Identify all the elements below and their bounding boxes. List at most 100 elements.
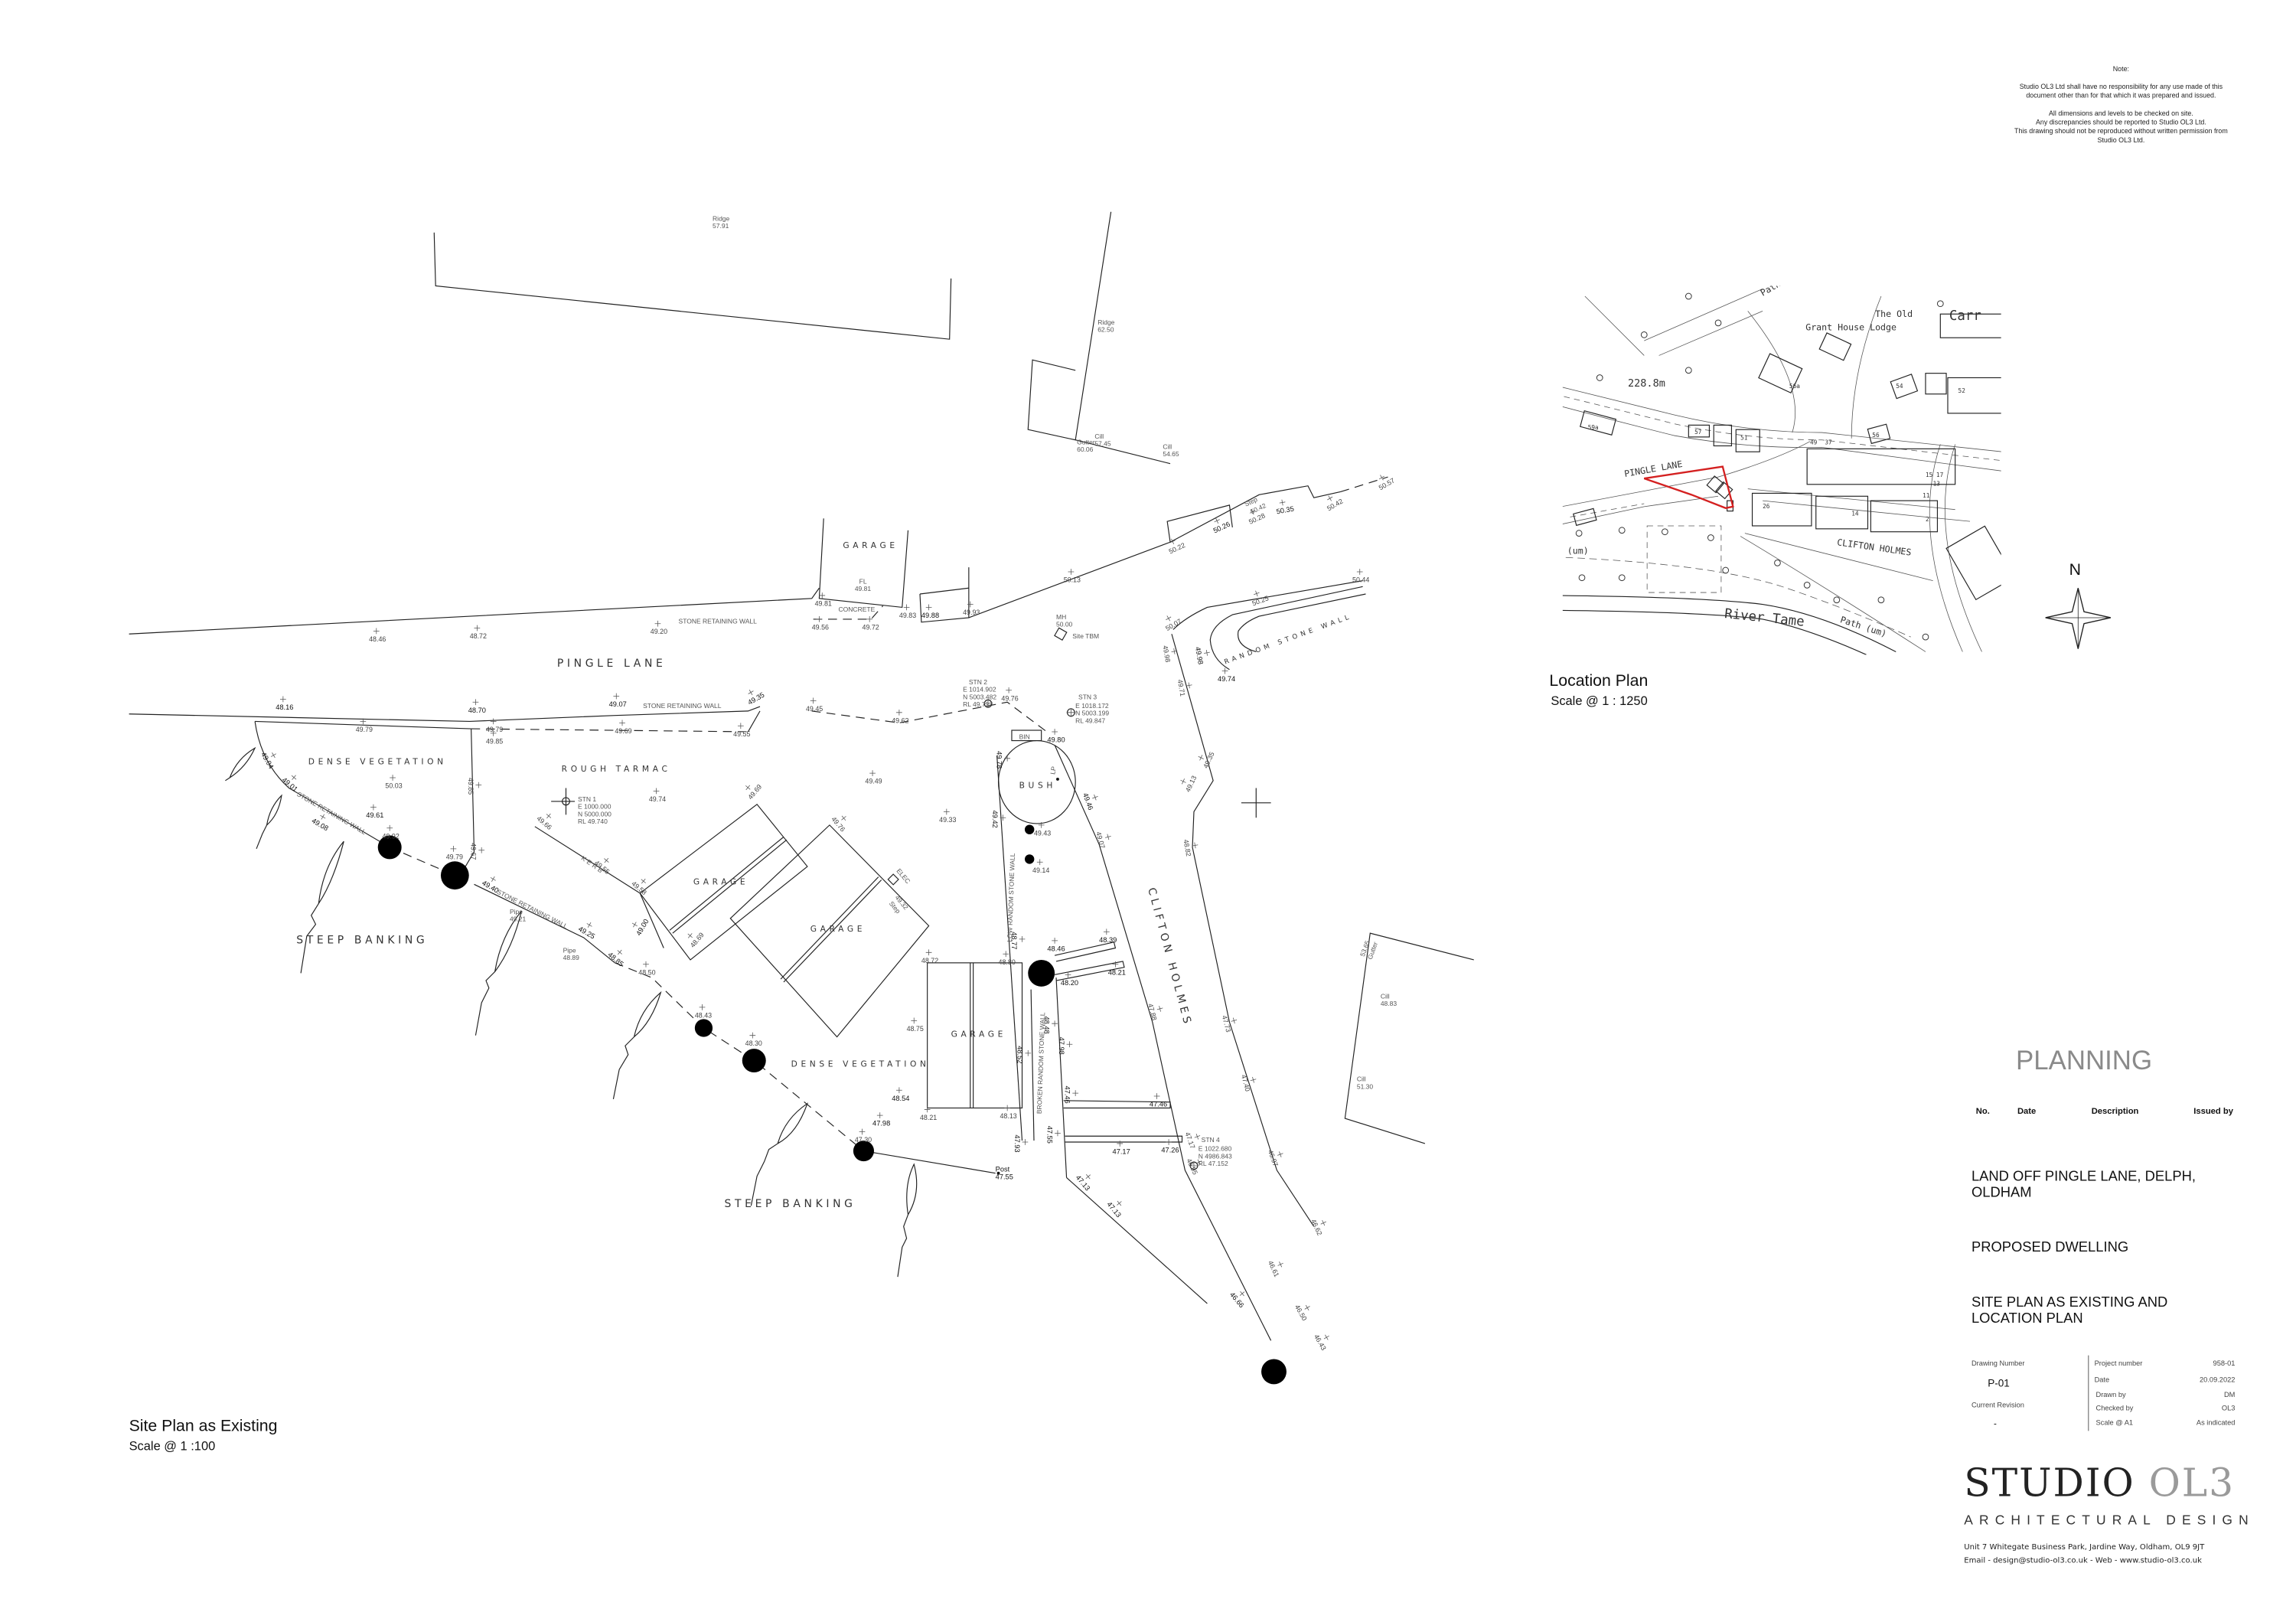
house-number: 11 [1923, 492, 1930, 499]
station-northing: N 4986.843 [1199, 1152, 1232, 1160]
stone-retaining-wall-label: STONE RETAINING WALL [643, 702, 722, 710]
level-point-marker [360, 718, 367, 725]
elec-label: ELEC [895, 867, 912, 885]
status-planning: PLANNING [2016, 1046, 2152, 1075]
spot-level-label: 49.58 [630, 880, 648, 896]
level-point-marker [1186, 682, 1192, 689]
cill-value: 54.65 [1163, 450, 1179, 458]
spot-level-label: 48.72 [470, 632, 487, 640]
spot-level-label: 49.49 [865, 778, 882, 785]
tree-icon [377, 835, 402, 860]
map-label: Path [1759, 279, 1782, 299]
fl-value: 49.81 [855, 585, 872, 592]
field-label: Checked by [2096, 1404, 2134, 1411]
spot-level-label: 49.07 [609, 700, 627, 708]
level-point-marker [1169, 538, 1176, 545]
level-point-marker [1356, 569, 1363, 575]
level-point-marker [1320, 1219, 1326, 1226]
level-point-marker [1004, 755, 1011, 762]
level-point-marker [903, 604, 910, 611]
tree-symbols [1575, 292, 1944, 641]
bin-label: BIN [1019, 733, 1030, 741]
spot-level-label: 49.92 [383, 832, 400, 840]
concrete-label: CONCRETE [839, 605, 876, 613]
station-northing: N 5003.199 [1075, 710, 1109, 717]
station-northing: N 5000.000 [578, 810, 612, 818]
pingle-lane-label: PINGLE LANE [557, 658, 667, 670]
garage-outline [927, 962, 1023, 1109]
tree-icon [440, 861, 469, 890]
fl-label: FL [859, 577, 867, 585]
house-number: 56 [1872, 432, 1880, 439]
drawing-fields: Project number 958-01 Date 20.09.2022 Dr… [2095, 1359, 2236, 1426]
cill-value: 51.30 [1357, 1082, 1374, 1090]
station-3: STN 3 E 1018.172 N 5003.199 RL 49.847 [1075, 693, 1109, 724]
level-point-marker [1250, 1076, 1257, 1083]
spot-level-label: 50.22 [1168, 541, 1186, 555]
clifton-holmes-west-edge [1054, 745, 1272, 1341]
mh-label: MH [1056, 613, 1066, 621]
level-point-marker [617, 949, 622, 955]
level-point-marker [1231, 1017, 1238, 1024]
garage-ridge [780, 876, 879, 980]
spot-level-label: 48.39 [1099, 936, 1117, 944]
spot-level-label: 49.42 [991, 811, 999, 828]
spot-level-label: 48.85 [606, 951, 625, 968]
lp-label: LP [1049, 765, 1058, 775]
level-point-marker [749, 1032, 756, 1039]
pipe-label: Pipe [563, 946, 576, 954]
site-boundary [255, 720, 471, 729]
level-point-marker [1327, 495, 1333, 501]
station-name: STN 4 [1202, 1136, 1220, 1144]
level-point-marker [1378, 475, 1384, 481]
tree-icon [1024, 824, 1035, 834]
level-point-marker [604, 857, 609, 863]
revision-header-date: Date [2017, 1107, 2036, 1116]
random-stone-wall-label: RANDOM STONE WALL [1223, 613, 1353, 667]
station-level: RL 47.152 [1199, 1160, 1228, 1167]
spot-level-label: 48.43 [695, 1011, 712, 1019]
site-tbm-label: Site TBM [1072, 632, 1099, 640]
level-point-marker [841, 815, 846, 821]
house-number: 2 [1926, 516, 1929, 523]
spot-level-label: 47.40 [1240, 1074, 1251, 1092]
level-point-marker [478, 847, 485, 853]
level-point-marker [1323, 1334, 1329, 1340]
site-plan-scale: Scale @ 1 :100 [129, 1440, 216, 1454]
spot-level-label: 49.79 [486, 726, 503, 733]
spot-level-label: 49.69 [615, 727, 631, 735]
ridge-label: Ridge [1097, 318, 1114, 326]
step-wall [1054, 961, 1125, 981]
house-numbers: 59a 56a 54 52 56 57 51 49 37 15 17 13 11… [1588, 383, 1965, 523]
note-line: Studio OL3 Ltd shall have no responsibil… [2020, 83, 2223, 90]
station-name: STN 1 [578, 795, 596, 803]
spot-level-label: 49.62 [892, 716, 908, 724]
level-point-marker [370, 804, 377, 811]
level-point-marker [654, 620, 661, 627]
spot-level-label: 48.13 [1000, 1112, 1016, 1120]
building-footprints [1573, 313, 2001, 601]
steep-banking-label: STEEP BANKING [725, 1198, 856, 1210]
drawing-title: SITE PLAN AS EXISTING AND [1971, 1294, 2167, 1310]
logo-wordmark: STUDIO OL3 [1964, 1460, 2235, 1506]
level-point-marker [1022, 1139, 1029, 1145]
level-point-marker [1214, 517, 1220, 524]
spot-level-label: 49.45 [806, 705, 823, 713]
level-point-marker [320, 814, 326, 820]
house-number: 37 [1825, 439, 1832, 446]
house-number: 52 [1958, 387, 1965, 394]
field-label: Drawn by [2096, 1391, 2127, 1398]
spot-level-label: 48.52 [1016, 1046, 1024, 1063]
low-random-stone-wall [996, 755, 1023, 1141]
tree-icon [1024, 854, 1035, 864]
ridge-value: 62.50 [1097, 325, 1114, 333]
note-line: This drawing should not be reproduced wi… [2014, 127, 2228, 135]
current-revision-label: Current Revision [1971, 1401, 2024, 1408]
pipe-value: 49.21 [510, 915, 527, 923]
logo-subtitle: ARCHITECTURAL DESIGN [1964, 1512, 2255, 1527]
level-point-marker [1221, 667, 1228, 674]
spot-level-label: 49.88 [921, 612, 939, 619]
title-block: PLANNING No. Date Description Issued by … [1964, 1046, 2255, 1565]
level-point-marker [859, 1128, 866, 1135]
spot-level-label: 49.98 [1194, 646, 1205, 665]
